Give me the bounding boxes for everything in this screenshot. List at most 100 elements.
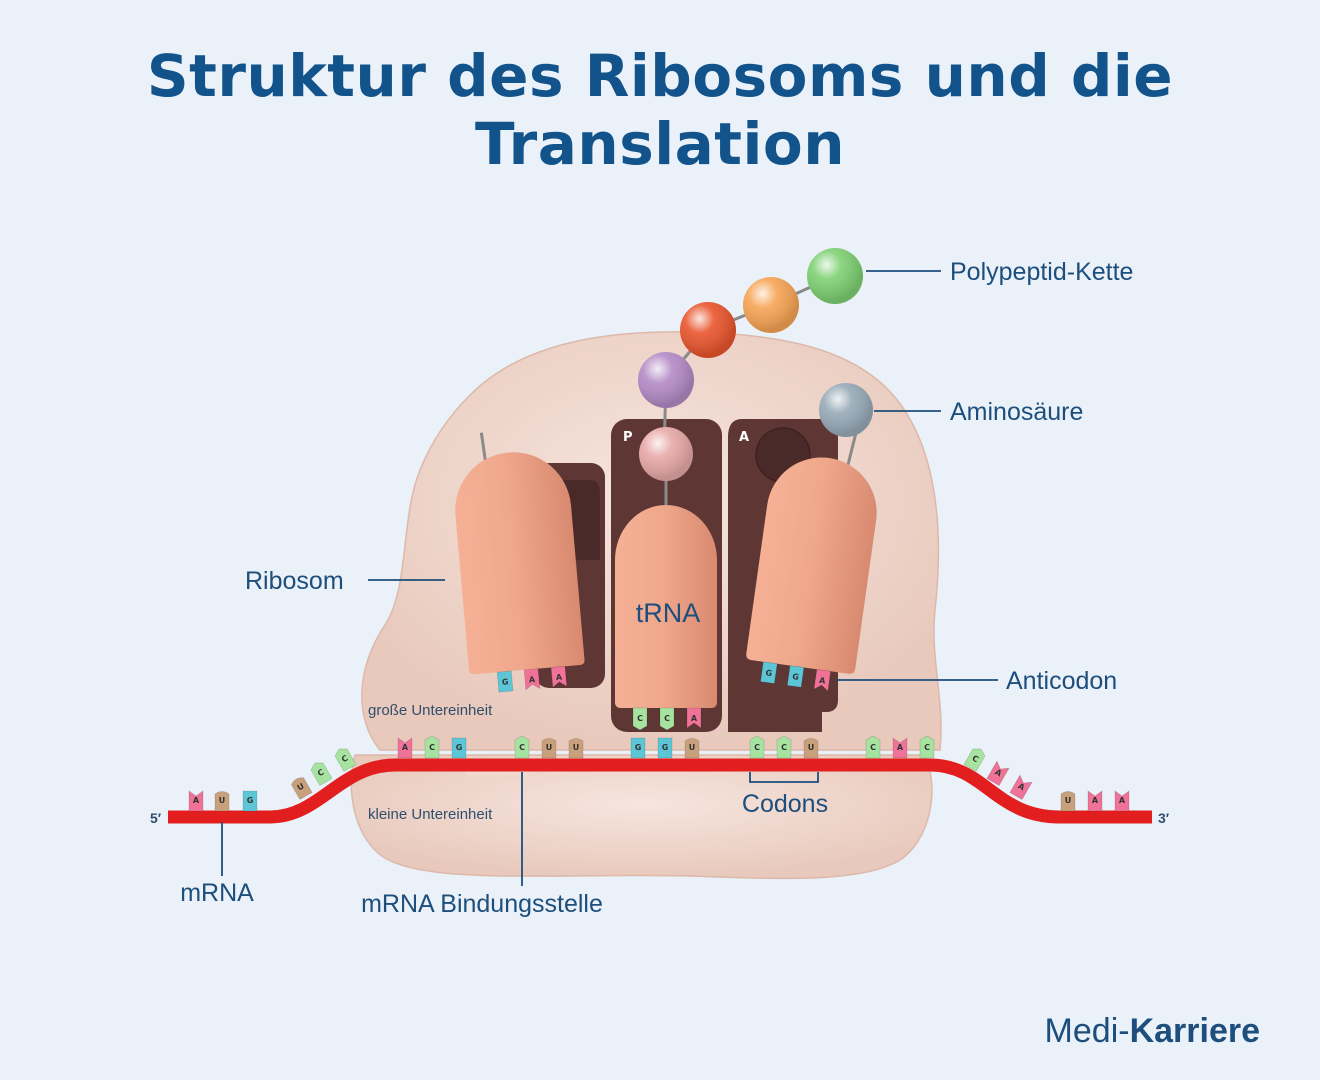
base-letter: C — [340, 753, 350, 764]
base-letter: G — [456, 743, 463, 752]
base-letter: C — [637, 714, 643, 723]
nucleotide-base: A — [892, 737, 908, 759]
base-letter: G — [501, 677, 508, 687]
amino-acid-bead — [743, 277, 799, 333]
nucleotide-base: U — [568, 738, 584, 759]
five-prime-label: 5′ — [150, 810, 162, 826]
base-letter: A — [691, 714, 698, 723]
base-letter: U — [219, 796, 226, 805]
base-letter: C — [519, 743, 525, 752]
codons-label: Codons — [742, 790, 828, 818]
base-letter: C — [870, 743, 876, 752]
nucleotide-base: G — [242, 790, 258, 812]
nucleotide-base: C — [514, 735, 530, 759]
polypeptide-chain — [638, 248, 863, 408]
nucleotide-base: C — [659, 707, 675, 731]
nucleotide-base: C — [749, 735, 765, 759]
ribosome-small-subunit — [350, 754, 933, 880]
brand-logo: Medi-Karriere — [1045, 1012, 1260, 1051]
nucleotide-base: G — [760, 661, 778, 685]
nucleotide-base: G — [657, 737, 673, 759]
nucleotide-base: G — [786, 665, 805, 688]
nucleotide-base: C — [632, 707, 648, 731]
base-letter: G — [635, 743, 642, 752]
nucleotide-base: C — [865, 735, 881, 759]
base-letter: G — [662, 743, 669, 752]
brand-light: Medi- — [1044, 1012, 1130, 1050]
nucleotide-base: C — [776, 735, 792, 759]
nucleotide-base: A — [1114, 790, 1130, 812]
base-letter: A — [1092, 796, 1099, 805]
mrna-binding-site-label: mRNA Bindungsstelle — [361, 890, 603, 918]
base-letter: U — [296, 781, 306, 792]
anticodon-label: Anticodon — [1006, 667, 1117, 695]
small-subunit-label: kleine Untereinheit — [368, 806, 493, 823]
base-letter: A — [402, 743, 409, 752]
trna-middle: tRNA C C A — [615, 505, 717, 731]
nucleotide-base: A — [686, 707, 702, 729]
a-site-label: A — [739, 430, 749, 445]
nucleotide-base: U — [541, 738, 557, 759]
nucleotide-base: U — [214, 791, 230, 812]
base-letter: C — [316, 767, 326, 778]
base-letter: A — [897, 743, 904, 752]
brand-bold: Karriere — [1129, 1012, 1260, 1050]
nucleotide-base: A — [813, 668, 832, 692]
base-letter: C — [664, 714, 670, 723]
nucleotide-base: G — [630, 737, 646, 759]
nucleotide-base: A — [1009, 774, 1033, 801]
amino-acid-bead — [807, 248, 863, 304]
nucleotide-base: C — [963, 748, 986, 773]
ribosome-label: Ribosom — [245, 567, 344, 595]
callout-lines — [221, 270, 998, 886]
base-letter: A — [993, 767, 1004, 778]
base-letter: A — [819, 676, 827, 686]
base-letter: A — [555, 673, 563, 683]
nucleotide-base: G — [496, 670, 514, 693]
base-letter: C — [781, 743, 787, 752]
base-letter: A — [1016, 781, 1027, 792]
amino-acid-label: Aminosäure — [950, 398, 1083, 426]
page-title: Struktur des Ribosoms und die Translatio… — [146, 42, 1174, 178]
nucleotide-base: G — [451, 737, 467, 759]
amino-acid-incoming — [819, 383, 873, 437]
base-letter: C — [924, 743, 930, 752]
base-letter: G — [247, 796, 254, 805]
base-letter: U — [546, 743, 553, 752]
base-letter: C — [754, 743, 760, 752]
nucleotide-base: A — [397, 737, 413, 759]
base-letter: A — [193, 796, 200, 805]
base-letter: G — [792, 672, 800, 682]
trna-label: tRNA — [636, 598, 701, 628]
nucleotide-base: C — [334, 748, 357, 773]
nucleotide-base: U — [290, 777, 313, 801]
polypeptide-label: Polypeptid-Kette — [950, 258, 1133, 286]
base-letter: A — [1119, 796, 1126, 805]
base-letter: U — [808, 743, 815, 752]
nucleotide-base: C — [310, 762, 333, 787]
amino-acid-bead — [680, 302, 736, 358]
nucleotide-base: C — [919, 735, 935, 759]
nucleotide-base: A — [1087, 790, 1103, 812]
nucleotide-base: A — [550, 665, 568, 689]
three-prime-label: 3′ — [1158, 810, 1170, 826]
nucleotide-base: U — [1060, 791, 1076, 812]
amino-acid-bead — [638, 352, 694, 408]
nucleotide-base: A — [188, 790, 204, 812]
large-subunit-label: große Untereinheit — [368, 702, 493, 719]
nucleotide-base: U — [803, 738, 819, 759]
amino-acid-p-site — [639, 427, 693, 481]
nucleotide-base: A — [523, 668, 541, 691]
base-letter: U — [1065, 796, 1072, 805]
base-letter: U — [689, 743, 696, 752]
mrna-label: mRNA — [180, 879, 254, 907]
base-letter: U — [573, 743, 580, 752]
base-letter: A — [529, 675, 537, 685]
